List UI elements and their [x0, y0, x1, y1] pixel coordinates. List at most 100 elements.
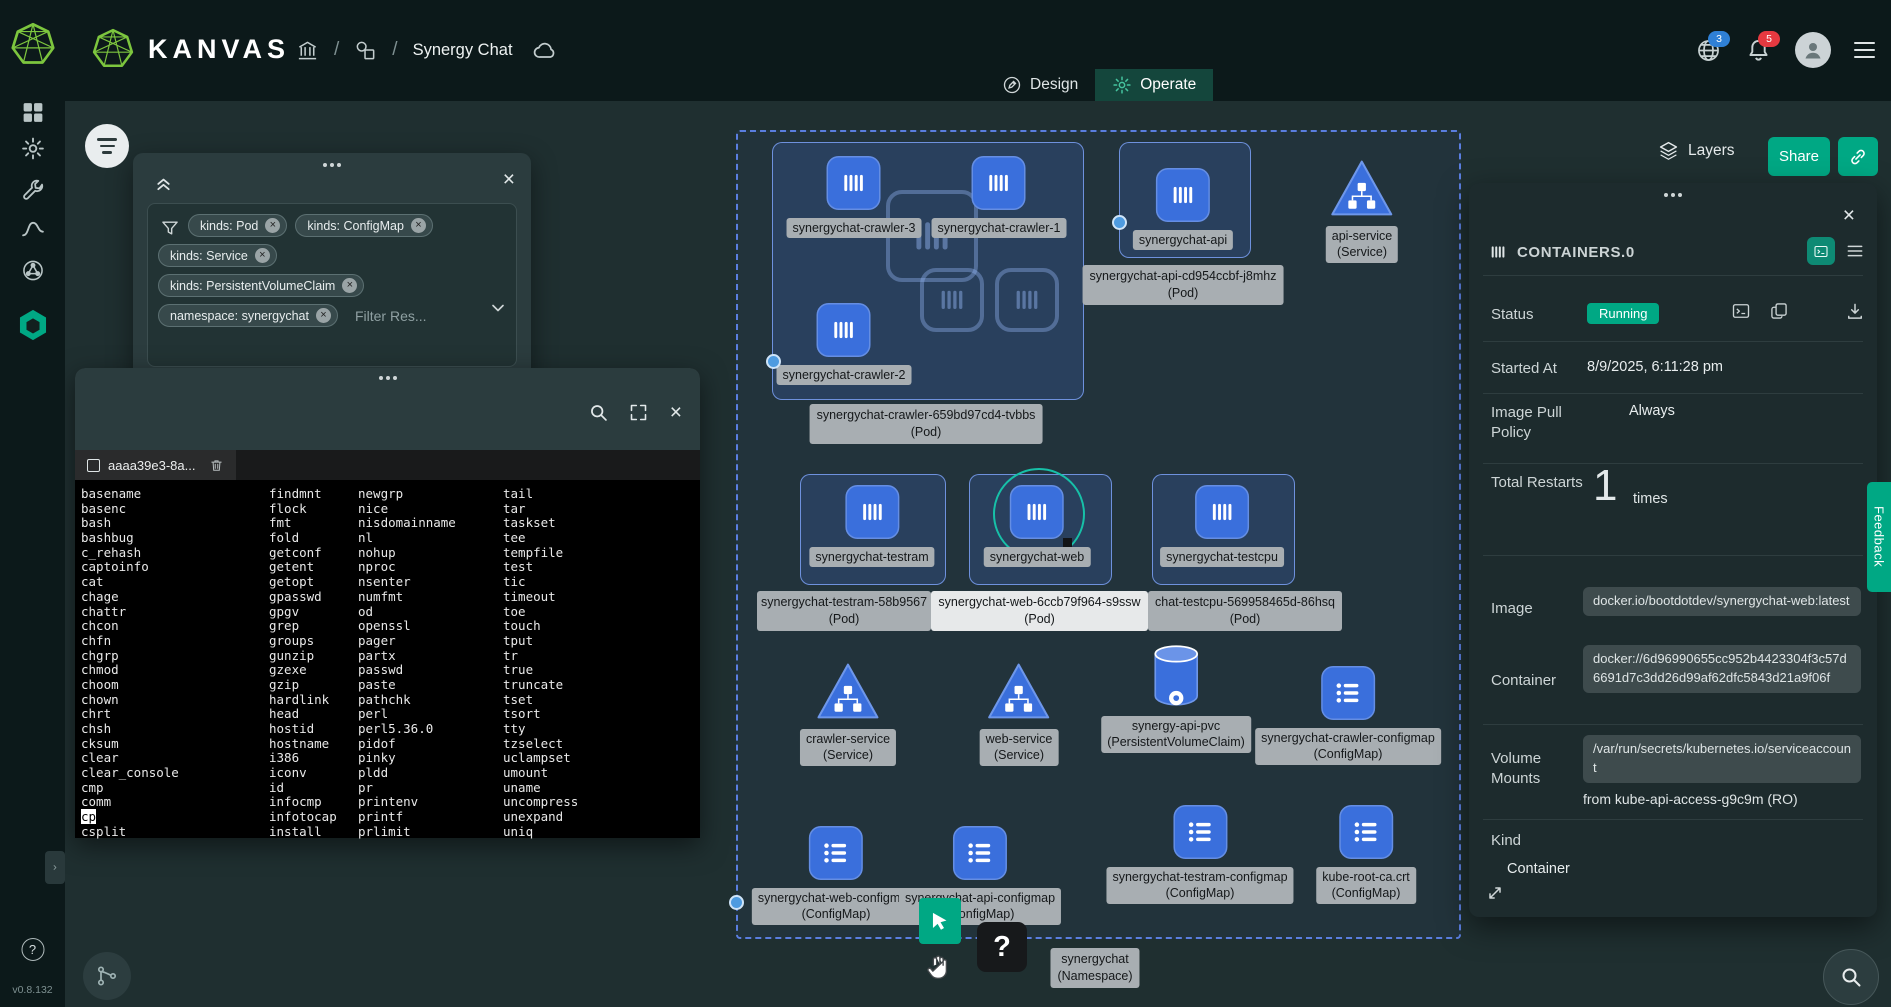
cloud-sync-icon: [532, 37, 558, 63]
sidebar-item-kanvas[interactable]: [16, 308, 50, 342]
filter-chip[interactable]: kinds: ConfigMap×: [295, 214, 433, 237]
filter-resources-input[interactable]: Filter Res...: [354, 307, 427, 324]
filter-chip[interactable]: kinds: Pod×: [188, 214, 288, 237]
node-synergychat-crawler-2[interactable]: synergychat-crawler-2: [776, 303, 912, 386]
image-value[interactable]: docker.io/bootdotdev/synergychat-web:lat…: [1583, 587, 1861, 616]
feedback-tab[interactable]: Feedback: [1867, 482, 1891, 592]
meshery-logo-icon[interactable]: [10, 22, 55, 67]
tab-operate[interactable]: Operate: [1095, 69, 1214, 101]
kind-value: Container: [1507, 861, 1570, 877]
filter-panel: × kinds: Pod× kinds: ConfigMap× kinds: Ser…: [133, 153, 531, 383]
sidebar-item-configuration[interactable]: [20, 178, 45, 203]
selection-resize-handle[interactable]: [1063, 538, 1072, 547]
pod-label-testram[interactable]: synergychat-testram-58b9567(Pod): [757, 591, 931, 631]
open-terminal-icon[interactable]: [1731, 301, 1751, 321]
node-label: crawler-service (Service): [799, 729, 897, 766]
filter-chip[interactable]: kinds: Service×: [158, 244, 277, 267]
sidebar-item-performance[interactable]: [20, 215, 45, 240]
notifications-icon[interactable]: 5: [1745, 30, 1780, 64]
namespace-label[interactable]: synergychat(Namespace): [1050, 948, 1140, 988]
node-synergychat-api[interactable]: synergychat-api: [1132, 168, 1234, 251]
node-web-service[interactable]: web-service (Service): [979, 661, 1059, 766]
pod-ghost-icon: [995, 268, 1059, 332]
node-label: synergy-api-pvc (PersistentVolumeClaim): [1101, 716, 1251, 753]
download-icon[interactable]: [1845, 301, 1865, 321]
node-synergychat-testram[interactable]: synergychat-testram: [809, 485, 935, 568]
remove-filter-icon[interactable]: ×: [342, 278, 358, 293]
node-synergychat-crawler-configmap[interactable]: synergychat-crawler-configmap (ConfigMap…: [1255, 666, 1441, 765]
node-synergychat-web[interactable]: synergychat-web: [983, 485, 1091, 568]
menu-icon[interactable]: [1854, 38, 1875, 62]
terminal-close-icon[interactable]: ×: [669, 401, 682, 424]
pod-label-testcpu[interactable]: chat-testcpu-569958465d-86hsq(Pod): [1148, 591, 1342, 631]
connection-anchor-dot[interactable]: [766, 354, 781, 369]
copy-link-button[interactable]: [1838, 137, 1878, 176]
drag-handle-icon[interactable]: [385, 376, 390, 380]
design-name[interactable]: Synergy Chat: [412, 40, 513, 59]
share-button[interactable]: Share: [1768, 137, 1830, 176]
breadcrumb-separator: /: [334, 39, 340, 60]
zoom-button[interactable]: [1823, 949, 1879, 1005]
layers-button[interactable]: Layers: [1652, 139, 1741, 162]
terminal-search-icon[interactable]: [588, 402, 609, 423]
node-kube-root-ca-crt[interactable]: kube-root-ca.crt (ConfigMap): [1316, 805, 1416, 904]
volume-mounts-value[interactable]: /var/run/secrets/kubernetes.io/serviceac…: [1583, 735, 1861, 783]
sidebar-item-dashboard[interactable]: [20, 100, 45, 125]
list-view-icon[interactable]: [1845, 241, 1865, 261]
drag-handle-icon[interactable]: [330, 163, 334, 167]
connection-anchor-dot[interactable]: [1112, 215, 1127, 230]
node-api-service[interactable]: api-service (Service): [1325, 158, 1399, 263]
exec-terminal-button[interactable]: [1807, 237, 1835, 265]
node-label: synergychat-crawler-configmap (ConfigMap…: [1255, 728, 1441, 765]
pod-label-api[interactable]: synergychat-api-cd954ccbf-j8mhz(Pod): [1082, 265, 1284, 305]
pod-label-crawler[interactable]: synergychat-crawler-659bd97cd4-tvbbs(Pod…: [809, 404, 1043, 444]
persistent-volume-claim-icon: [1149, 644, 1203, 708]
node-synergychat-web-configmap[interactable]: synergychat-web-configmap (ConfigMap): [751, 826, 921, 925]
copy-icon[interactable]: [1769, 301, 1789, 321]
node-synergychat-testcpu[interactable]: synergychat-testcpu: [1160, 485, 1284, 568]
filter-panel-close-icon[interactable]: ×: [502, 168, 515, 191]
details-close-icon[interactable]: ×: [1842, 204, 1855, 227]
help-button[interactable]: ?: [21, 938, 44, 961]
terminal-session-tab[interactable]: aaaa39e3-8a...: [75, 450, 237, 480]
remove-filter-icon[interactable]: ×: [410, 218, 426, 233]
kanvas-logo[interactable]: KANVAS: [92, 28, 290, 70]
snapshot-button[interactable]: [83, 952, 131, 1000]
chevron-right-icon: [51, 860, 59, 875]
node-synergychat-crawler-3[interactable]: synergychat-crawler-3: [786, 156, 922, 239]
terminal-fullscreen-icon[interactable]: [628, 402, 649, 423]
sidebar-item-extensions[interactable]: [20, 258, 45, 283]
pod-label-web[interactable]: synergychat-web-6ccb79f964-s9ssw(Pod): [931, 591, 1148, 631]
drag-handle-icon[interactable]: [1671, 193, 1675, 197]
tab-design[interactable]: Design: [985, 69, 1095, 101]
node-synergy-api-pvc[interactable]: synergy-api-pvc (PersistentVolumeClaim): [1101, 644, 1251, 753]
chevron-down-icon[interactable]: [488, 298, 508, 318]
collapse-panel-icon[interactable]: [153, 173, 174, 194]
filter-chip[interactable]: namespace: synergychat×: [158, 304, 338, 327]
designs-icon[interactable]: [354, 39, 377, 62]
node-synergychat-crawler-1[interactable]: synergychat-crawler-1: [931, 156, 1067, 239]
node-synergychat-testram-configmap[interactable]: synergychat-testram-configmap (ConfigMap…: [1106, 805, 1294, 904]
filter-chip[interactable]: kinds: PersistentVolumeClaim×: [158, 274, 365, 297]
canvas-menu-button[interactable]: [85, 124, 129, 168]
organization-icon[interactable]: [296, 39, 319, 62]
node-crawler-service[interactable]: crawler-service (Service): [799, 661, 897, 766]
user-avatar[interactable]: [1795, 32, 1831, 68]
sidebar-item-lifecycle[interactable]: [20, 136, 45, 161]
expand-diagonal-icon[interactable]: [1485, 883, 1505, 903]
person-icon: [1801, 38, 1825, 63]
contexts-icon[interactable]: 3: [1695, 30, 1730, 64]
filter-box[interactable]: kinds: Pod× kinds: ConfigMap× kinds: Servi…: [147, 203, 517, 367]
connection-anchor-dot[interactable]: [729, 895, 744, 910]
container-id-value[interactable]: docker://6d96990655cc952b4423304f3c57d66…: [1583, 645, 1861, 693]
divider: [1483, 819, 1863, 820]
container-icon: [844, 485, 899, 539]
remove-filter-icon[interactable]: ×: [265, 218, 281, 233]
link-icon: [1848, 147, 1868, 167]
remove-filter-icon[interactable]: ×: [315, 308, 331, 323]
started-at-value: 8/9/2025, 6:11:28 pm: [1587, 359, 1723, 375]
delete-session-icon[interactable]: [209, 458, 224, 473]
sidebar-expand-handle[interactable]: [45, 851, 65, 884]
remove-filter-icon[interactable]: ×: [254, 248, 270, 263]
